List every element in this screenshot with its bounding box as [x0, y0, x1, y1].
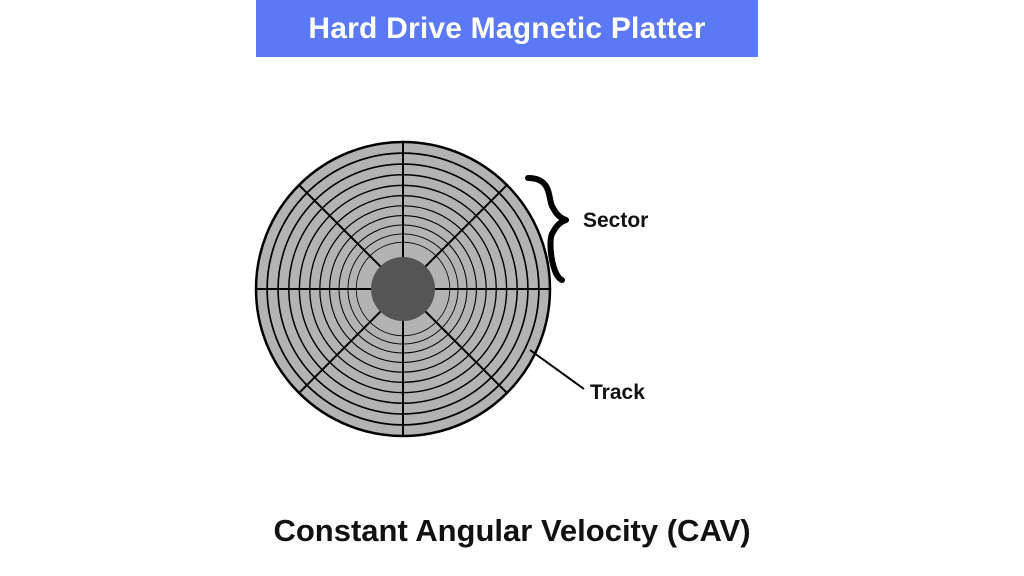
diagram-caption: Constant Angular Velocity (CAV) — [273, 513, 751, 548]
track-label: Track — [590, 381, 645, 404]
platter — [254, 140, 552, 438]
page-title: Hard Drive Magnetic Platter — [308, 11, 706, 45]
track-pointer-line — [529, 349, 585, 390]
title-banner: Hard Drive Magnetic Platter — [256, 0, 758, 57]
sector-label: Sector — [583, 209, 648, 232]
sector-brace — [525, 175, 569, 283]
spindle-hub — [371, 257, 435, 321]
